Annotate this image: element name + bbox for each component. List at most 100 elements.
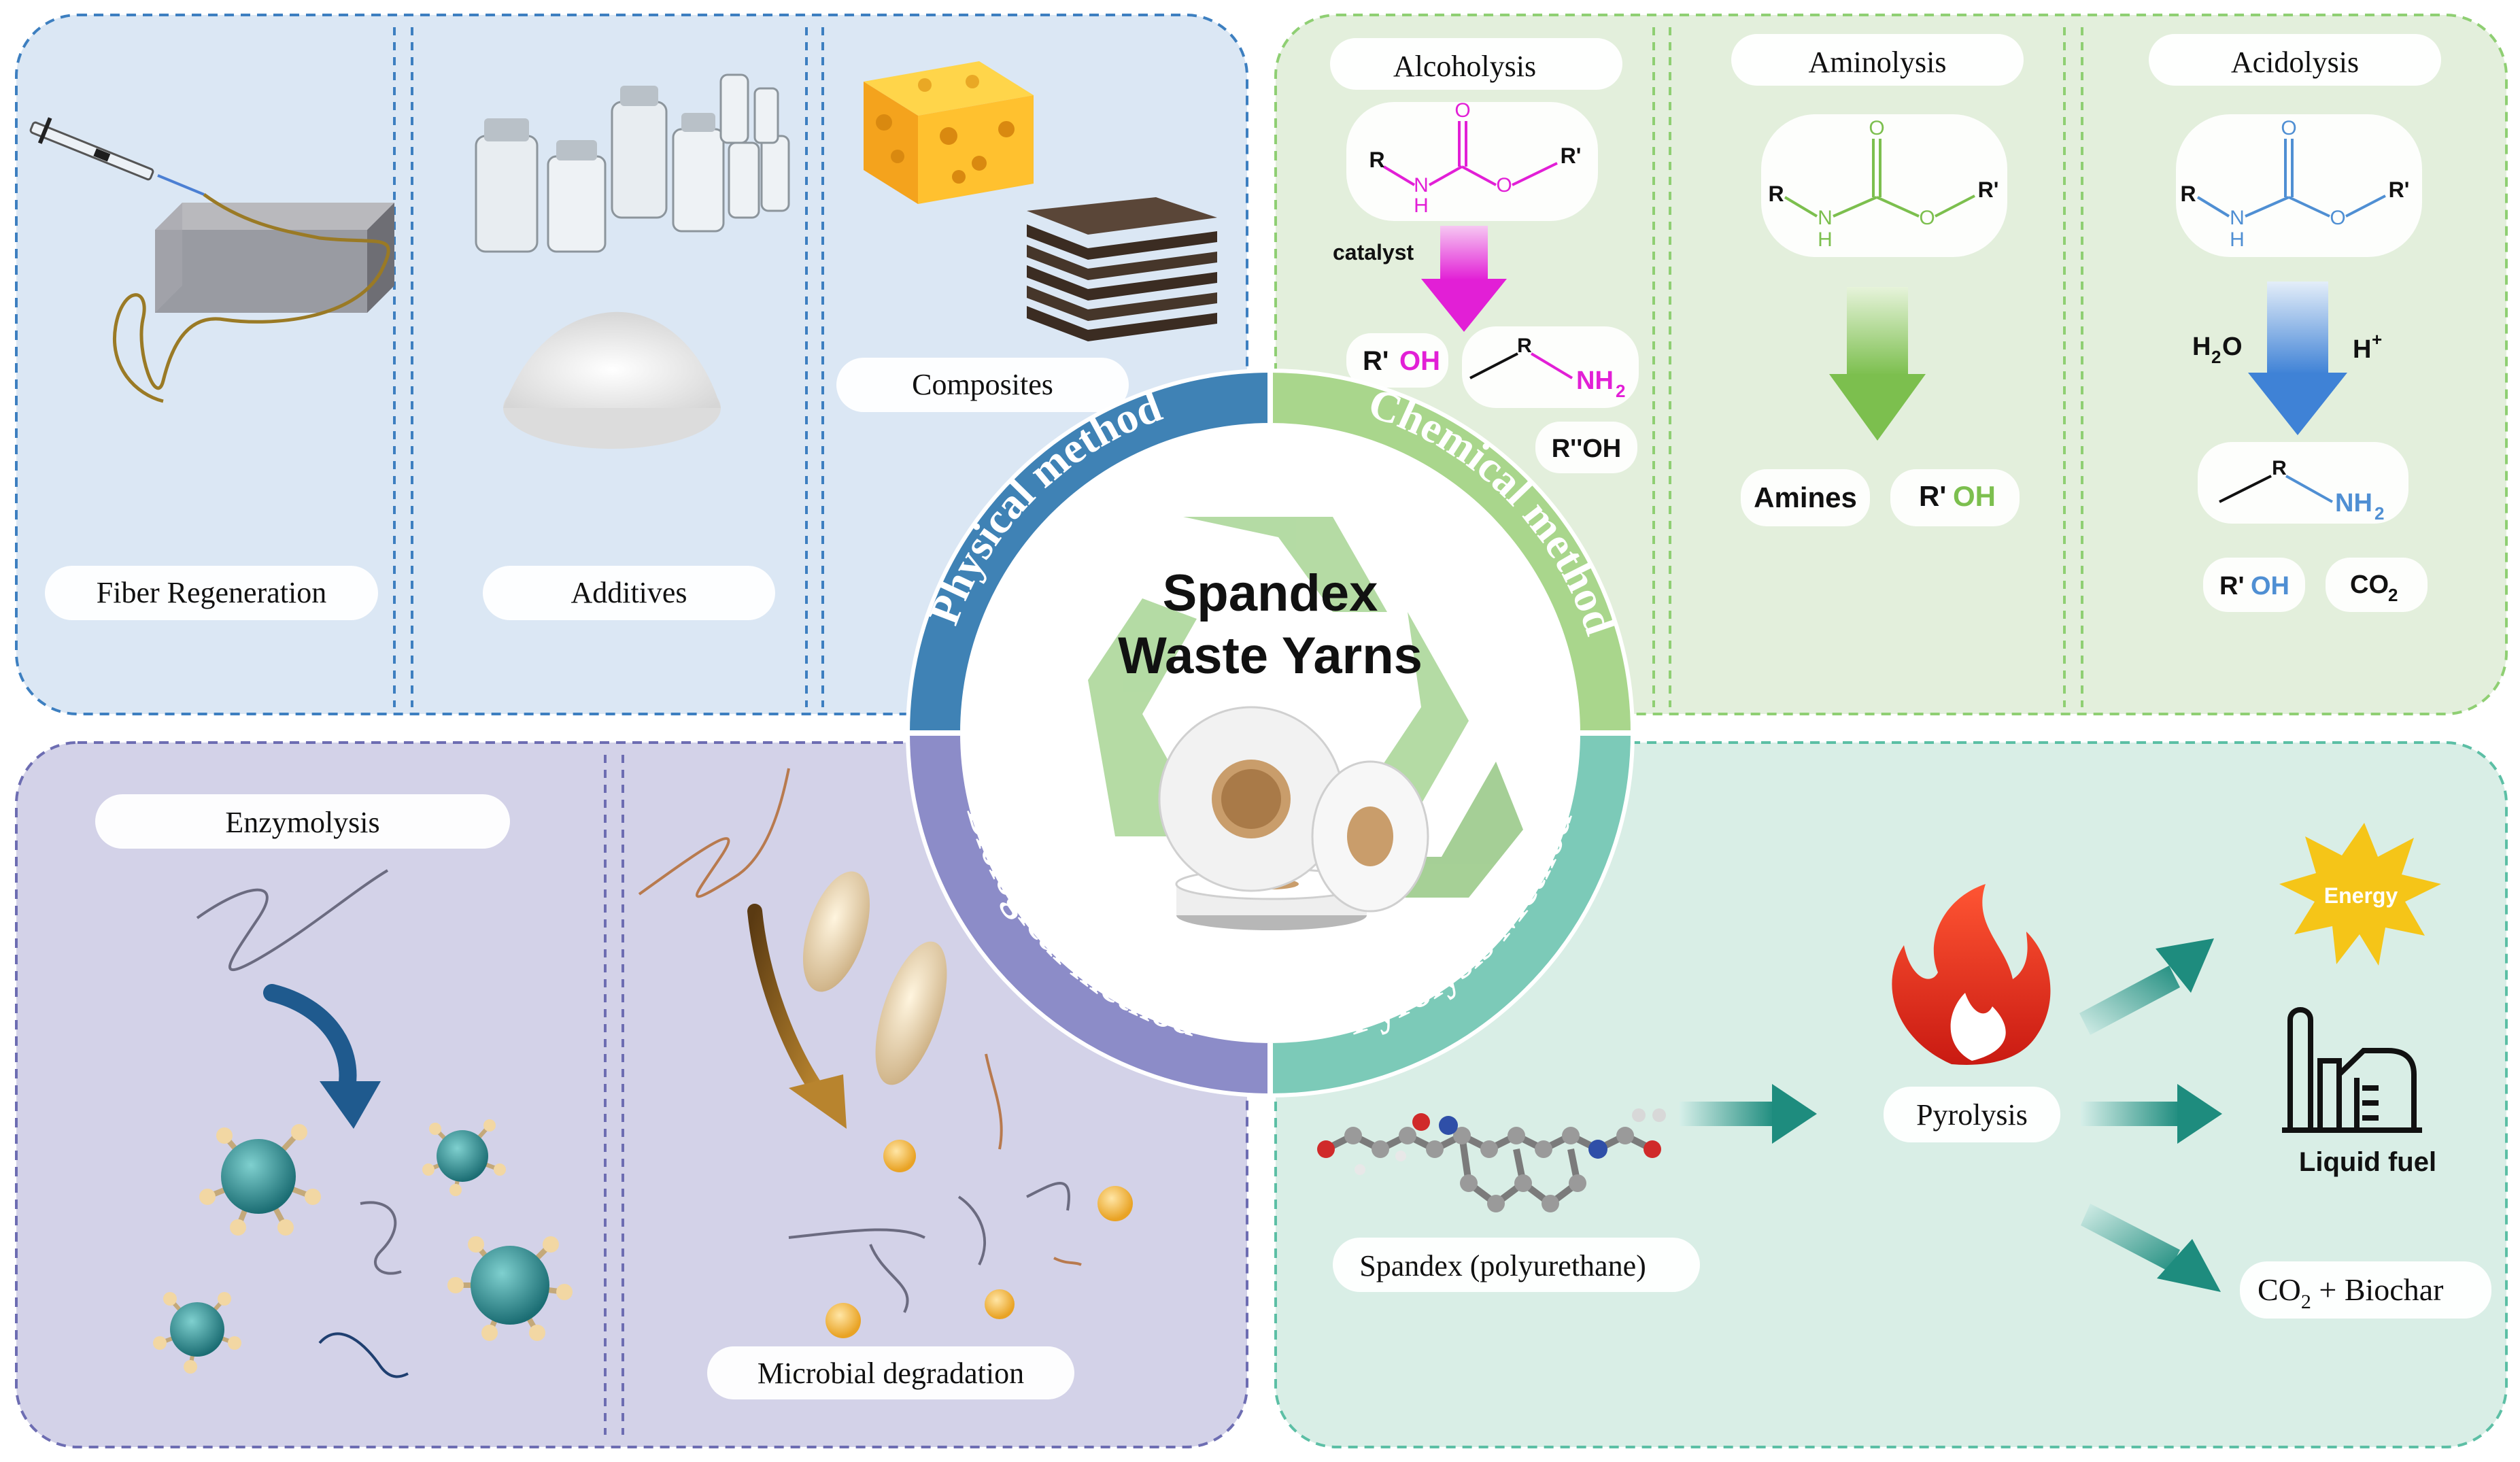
ring-segment-biological — [908, 733, 1270, 1095]
virus-icon — [199, 1124, 321, 1236]
powder-icon — [503, 311, 721, 449]
acidolysis-section: Acidolysis R N H O O R' H 2 O H + R NH 2 — [2149, 34, 2441, 612]
svg-text:Pyrolysis: Pyrolysis — [1916, 1098, 2028, 1132]
sponge-icon — [864, 61, 1034, 204]
pyrolysis-section: Spandex (polyurethane) Pyrolysis Energy — [1317, 823, 2491, 1319]
arrow-teal-up-right — [2079, 938, 2214, 1035]
ring-segment-pyrolysis — [1270, 733, 1632, 1095]
svg-text:H: H — [1414, 194, 1429, 217]
svg-text:H: H — [2230, 228, 2245, 251]
svg-text:Alcoholysis: Alcoholysis — [1393, 50, 1536, 83]
alcoholysis-section: Alcoholysis R N H O O R' catalyst R' OH … — [1330, 38, 1639, 473]
biological-panel — [15, 741, 1248, 1448]
enzymolysis-section: Enzymolysis — [95, 794, 573, 1378]
virus-icon — [153, 1292, 241, 1374]
svg-text:O: O — [1919, 207, 1935, 229]
svg-text:H: H — [2353, 335, 2371, 364]
svg-text:Enzymolysis: Enzymolysis — [225, 806, 379, 839]
svg-text:O: O — [2222, 333, 2243, 361]
svg-text:R: R — [2180, 182, 2196, 206]
additives-illustration — [475, 73, 790, 449]
laminate-icon — [1027, 197, 1217, 341]
svg-text:2: 2 — [1616, 381, 1625, 401]
aminolysis-section: Aminolysis R N H O O R' Amines R' OH — [1731, 34, 2024, 526]
svg-text:R': R' — [1919, 480, 1946, 512]
svg-text:Amines: Amines — [1754, 481, 1857, 513]
particle — [985, 1289, 1015, 1319]
svg-text:R': R' — [1363, 346, 1389, 376]
svg-text:Aminolysis: Aminolysis — [1809, 46, 1947, 79]
svg-text:O: O — [1869, 117, 1884, 139]
arrow-teal-right — [2081, 1084, 2222, 1144]
svg-text:OH: OH — [1399, 346, 1440, 376]
molecule-icon — [1317, 1108, 1666, 1212]
svg-text:R''OH: R''OH — [1552, 435, 1622, 463]
svg-text:R': R' — [2389, 177, 2410, 202]
microbial-section: Microbial degradation — [638, 768, 1133, 1399]
svg-text:NH: NH — [1576, 367, 1614, 395]
vial-icon — [475, 73, 790, 253]
ring-segment-physical — [908, 371, 1270, 733]
svg-text:R: R — [2272, 457, 2287, 479]
svg-text:N: N — [2230, 207, 2245, 229]
svg-text:O: O — [1496, 174, 1512, 197]
label-composites: Composites — [836, 358, 1129, 412]
svg-text:NH: NH — [2335, 489, 2372, 517]
particle — [883, 1140, 916, 1172]
svg-text:Liquid fuel: Liquid fuel — [2299, 1147, 2436, 1177]
svg-text:Microbial degradation: Microbial degradation — [757, 1357, 1024, 1390]
refinery-icon — [2282, 1007, 2422, 1133]
svg-text:Energy: Energy — [2324, 883, 2398, 908]
particle — [825, 1303, 861, 1338]
composites-illustration — [864, 61, 1217, 341]
svg-text:R': R' — [2219, 572, 2244, 600]
syringe-icon — [29, 117, 205, 196]
svg-text:R': R' — [1978, 177, 1999, 202]
arrow-green-down — [1829, 287, 1926, 441]
ring-segment-chemical — [1270, 371, 1632, 733]
arrow-blue-down — [2248, 282, 2347, 435]
label-fiber-regeneration: Fiber Regeneration — [45, 566, 378, 620]
svg-text:H: H — [1818, 228, 1833, 251]
svg-text:O: O — [2330, 207, 2345, 229]
svg-text:N: N — [1818, 207, 1833, 229]
virus-icon — [447, 1236, 573, 1341]
label-additives: Additives — [483, 566, 775, 620]
carbamate-structure-blue — [2196, 139, 2386, 218]
svg-text:2: 2 — [2374, 503, 2384, 524]
svg-text:catalyst: catalyst — [1333, 240, 1414, 265]
arrow-teal-down-right — [2081, 1204, 2221, 1292]
curved-arrow-brown — [747, 904, 847, 1129]
svg-text:Fiber Regeneration: Fiber Regeneration — [97, 576, 326, 609]
carbamate-structure-green — [1784, 139, 1975, 218]
svg-text:OH: OH — [2251, 572, 2289, 600]
svg-text:2: 2 — [2388, 585, 2398, 605]
center-title-line1: Spandex — [1163, 564, 1378, 622]
svg-text:N: N — [1414, 174, 1429, 197]
svg-text:2: 2 — [2211, 347, 2221, 367]
svg-text:R': R' — [1561, 143, 1582, 168]
flame-icon — [1892, 884, 2051, 1065]
svg-text:+: + — [2372, 329, 2382, 350]
bacteria-icon — [802, 871, 947, 1085]
svg-text:OH: OH — [1953, 480, 1996, 512]
svg-text:Acidolysis: Acidolysis — [2231, 46, 2359, 79]
svg-text:Additives: Additives — [571, 576, 687, 609]
svg-text:O: O — [1454, 99, 1470, 122]
yarn-spool-icon — [1158, 706, 1429, 930]
center-title-line2: Waste Yarns — [1118, 627, 1423, 685]
svg-text:O: O — [2281, 117, 2296, 139]
center-ring: Physical method Chemical method Biologic… — [904, 367, 1636, 1099]
energy-icon: Energy — [2279, 823, 2441, 966]
svg-text:R: R — [1369, 148, 1384, 172]
svg-text:CO2 + Biochar: CO2 + Biochar — [2258, 1272, 2443, 1313]
virus-icon — [422, 1119, 506, 1196]
svg-text:R: R — [1517, 335, 1532, 357]
svg-text:Composites: Composites — [912, 368, 1053, 401]
carbamate-structure-magenta — [1382, 121, 1558, 186]
svg-text:CO: CO — [2350, 571, 2389, 599]
svg-text:Spandex (polyurethane): Spandex (polyurethane) — [1359, 1249, 1646, 1282]
particle — [1097, 1186, 1133, 1221]
svg-text:H: H — [2192, 333, 2211, 361]
